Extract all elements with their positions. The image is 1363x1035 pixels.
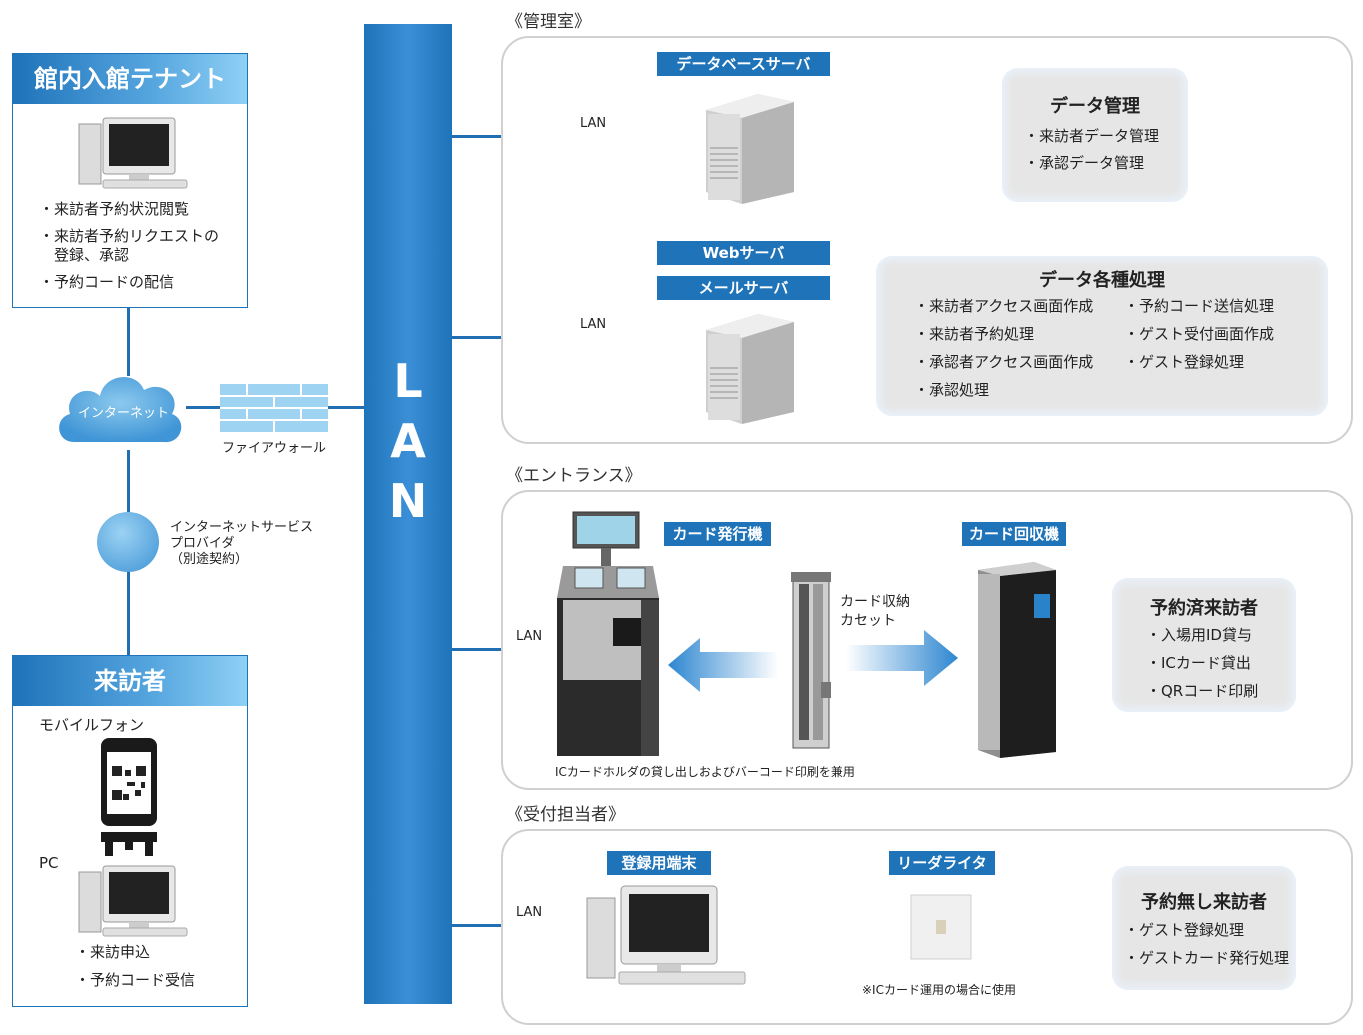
data-proc-col1: ・来訪者アクセス画面作成 ・来訪者予約処理 ・承認者アクセス画面作成 ・承認処理 bbox=[914, 292, 1093, 404]
isp-circle-icon bbox=[97, 512, 159, 572]
isp-line-1: インターネットサービス bbox=[170, 520, 314, 535]
lan-label-db: LAN bbox=[580, 116, 607, 131]
unreserved-bullet-2: ・ゲストカード発行処理 bbox=[1124, 949, 1290, 967]
arrow-right-icon bbox=[846, 630, 958, 686]
tenant-bullet-4: ・予約コードの配信 bbox=[39, 273, 175, 291]
data-mgmt-bullets: ・来訪者データ管理 ・承認データ管理 bbox=[1024, 123, 1159, 177]
card-collector-icon bbox=[978, 562, 1056, 758]
tenant-bullet-3: 登録、承認 bbox=[39, 246, 130, 264]
unreserved-visitor-box: 予約無し来訪者 ・ゲスト登録処理 ・ゲストカード発行処理 bbox=[1112, 866, 1296, 990]
lan-letter-l: L bbox=[393, 354, 423, 408]
cloud-icon bbox=[59, 377, 182, 443]
data-proc-col2-3: ・ゲスト登録処理 bbox=[1124, 353, 1245, 371]
db-server-tag: データベースサーバ bbox=[657, 52, 830, 76]
connector-cloud-isp bbox=[127, 450, 130, 512]
tenant-bullet-1: ・来訪者予約状況閲覧 bbox=[39, 200, 190, 218]
reserved-visitor-box: 予約済来訪者 ・入場用ID貸与 ・ICカード貸出 ・QRコード印刷 bbox=[1112, 578, 1296, 712]
connector-tenant-cloud bbox=[127, 306, 130, 376]
visitor-title: 来訪者 bbox=[13, 656, 247, 706]
card-issuer-note: ICカードホルダの貸し出しおよびバーコード印刷を兼用 bbox=[555, 765, 855, 779]
terminal-pc-icon bbox=[586, 885, 746, 985]
unreserved-visitor-bullets: ・ゲスト登録処理 ・ゲストカード発行処理 bbox=[1124, 916, 1289, 972]
tenant-bullets: ・来訪者予約状況閲覧 ・来訪者予約リクエストの 登録、承認 ・予約コードの配信 bbox=[39, 198, 219, 294]
data-proc-col2-2: ・ゲスト受付画面作成 bbox=[1124, 325, 1275, 343]
entrance-section-label: 《エントランス》 bbox=[506, 466, 642, 486]
pc-label: PC bbox=[39, 854, 59, 872]
isp-line-2: プロバイダ bbox=[170, 536, 235, 551]
card-issuer-tag: カード発行機 bbox=[664, 522, 771, 546]
web-server-icon bbox=[706, 314, 794, 424]
card-collector-tag: カード回収機 bbox=[962, 522, 1066, 546]
visitor-box: 来訪者 モバイルフォン PC ・来訪申込 ・予約コード受信 bbox=[12, 655, 248, 1007]
tenant-title: 館内入館テナント bbox=[13, 54, 247, 104]
visitor-bullets: ・来訪申込 ・予約コード受信 bbox=[75, 938, 195, 994]
data-mgmt-bullet-1: ・来訪者データ管理 bbox=[1024, 127, 1160, 145]
data-proc-col1-2: ・来訪者予約処理 bbox=[914, 325, 1035, 343]
isp-label: インターネットサービス プロバイダ （別途契約） bbox=[170, 520, 313, 568]
lan-letter-a: A bbox=[390, 414, 426, 468]
cassette-line-1: カード収納 bbox=[840, 594, 910, 610]
data-proc-col1-3: ・承認者アクセス画面作成 bbox=[914, 353, 1094, 371]
connector-cloud-firewall bbox=[186, 406, 222, 409]
visitor-bullet-1: ・来訪申込 bbox=[75, 943, 151, 961]
card-issuer-icon bbox=[557, 511, 659, 756]
data-proc-col2: ・予約コード送信処理 ・ゲスト受付画面作成 ・ゲスト登録処理 bbox=[1124, 292, 1274, 376]
connector-isp-visitor bbox=[127, 570, 130, 656]
cloud-label: インターネット bbox=[78, 406, 170, 421]
data-proc-col1-4: ・承認処理 bbox=[914, 381, 990, 399]
lan-label-reception: LAN bbox=[516, 905, 543, 920]
web-server-tag: Webサーバ bbox=[657, 241, 830, 265]
mobile-phone-icon bbox=[101, 738, 157, 856]
connector-firewall-lan bbox=[328, 406, 366, 409]
data-mgmt-box: データ管理 ・来訪者データ管理 ・承認データ管理 bbox=[1002, 68, 1188, 202]
arrow-left-icon bbox=[668, 638, 778, 692]
visitor-pc-icon bbox=[78, 865, 188, 937]
data-proc-title: データ各種処理 bbox=[1039, 270, 1165, 291]
data-proc-box: データ各種処理 ・来訪者アクセス画面作成 ・来訪者予約処理 ・承認者アクセス画面… bbox=[876, 256, 1328, 416]
reception-section-label: 《受付担当者》 bbox=[506, 805, 625, 825]
firewall-label: ファイアウォール bbox=[222, 441, 327, 456]
lan-letter-n: N bbox=[388, 474, 428, 528]
cassette-line-2: カセット bbox=[840, 613, 896, 629]
management-section-label: 《管理室》 bbox=[506, 12, 591, 32]
isp-line-3: （別途契約） bbox=[170, 552, 249, 567]
unreserved-bullet-1: ・ゲスト登録処理 bbox=[1124, 921, 1245, 939]
terminal-tag: 登録用端末 bbox=[607, 851, 711, 875]
cassette-icon bbox=[791, 572, 831, 749]
cassette-label: カード収納 カセット bbox=[840, 593, 910, 631]
data-proc-col1-1: ・来訪者アクセス画面作成 bbox=[914, 297, 1094, 315]
lan-backbone: L A N bbox=[364, 24, 452, 1004]
data-proc-col2-1: ・予約コード送信処理 bbox=[1124, 297, 1275, 315]
unreserved-visitor-title: 予約無し来訪者 bbox=[1141, 892, 1267, 913]
mobile-label: モバイルフォン bbox=[39, 716, 145, 734]
reader-writer-icon bbox=[910, 894, 972, 960]
tenant-box: 館内入館テナント ・来訪者予約状況閲覧 ・来訪者予約リクエストの 登録、承認 ・… bbox=[12, 53, 248, 308]
reserved-visitor-title: 予約済来訪者 bbox=[1150, 598, 1258, 619]
data-mgmt-title: データ管理 bbox=[1050, 96, 1140, 117]
tenant-bullet-2: ・来訪者予約リクエストの bbox=[39, 227, 220, 245]
db-server-icon bbox=[706, 94, 794, 204]
visitor-bullet-2: ・予約コード受信 bbox=[75, 971, 196, 989]
data-mgmt-bullet-2: ・承認データ管理 bbox=[1024, 154, 1145, 172]
lan-label-web: LAN bbox=[580, 317, 607, 332]
reserved-bullet-1: ・入場用ID貸与 bbox=[1146, 626, 1252, 644]
reserved-bullet-3: ・QRコード印刷 bbox=[1146, 682, 1259, 700]
firewall-icon bbox=[220, 384, 328, 432]
reserved-visitor-bullets: ・入場用ID貸与 ・ICカード貸出 ・QRコード印刷 bbox=[1146, 621, 1258, 705]
reader-writer-note: ※ICカード運用の場合に使用 bbox=[862, 983, 1016, 997]
lan-label-entrance: LAN bbox=[516, 629, 543, 644]
reader-writer-tag: リーダライタ bbox=[889, 851, 995, 875]
tenant-pc-icon bbox=[78, 117, 188, 189]
mail-server-tag: メールサーバ bbox=[657, 276, 830, 300]
reserved-bullet-2: ・ICカード貸出 bbox=[1146, 654, 1251, 672]
